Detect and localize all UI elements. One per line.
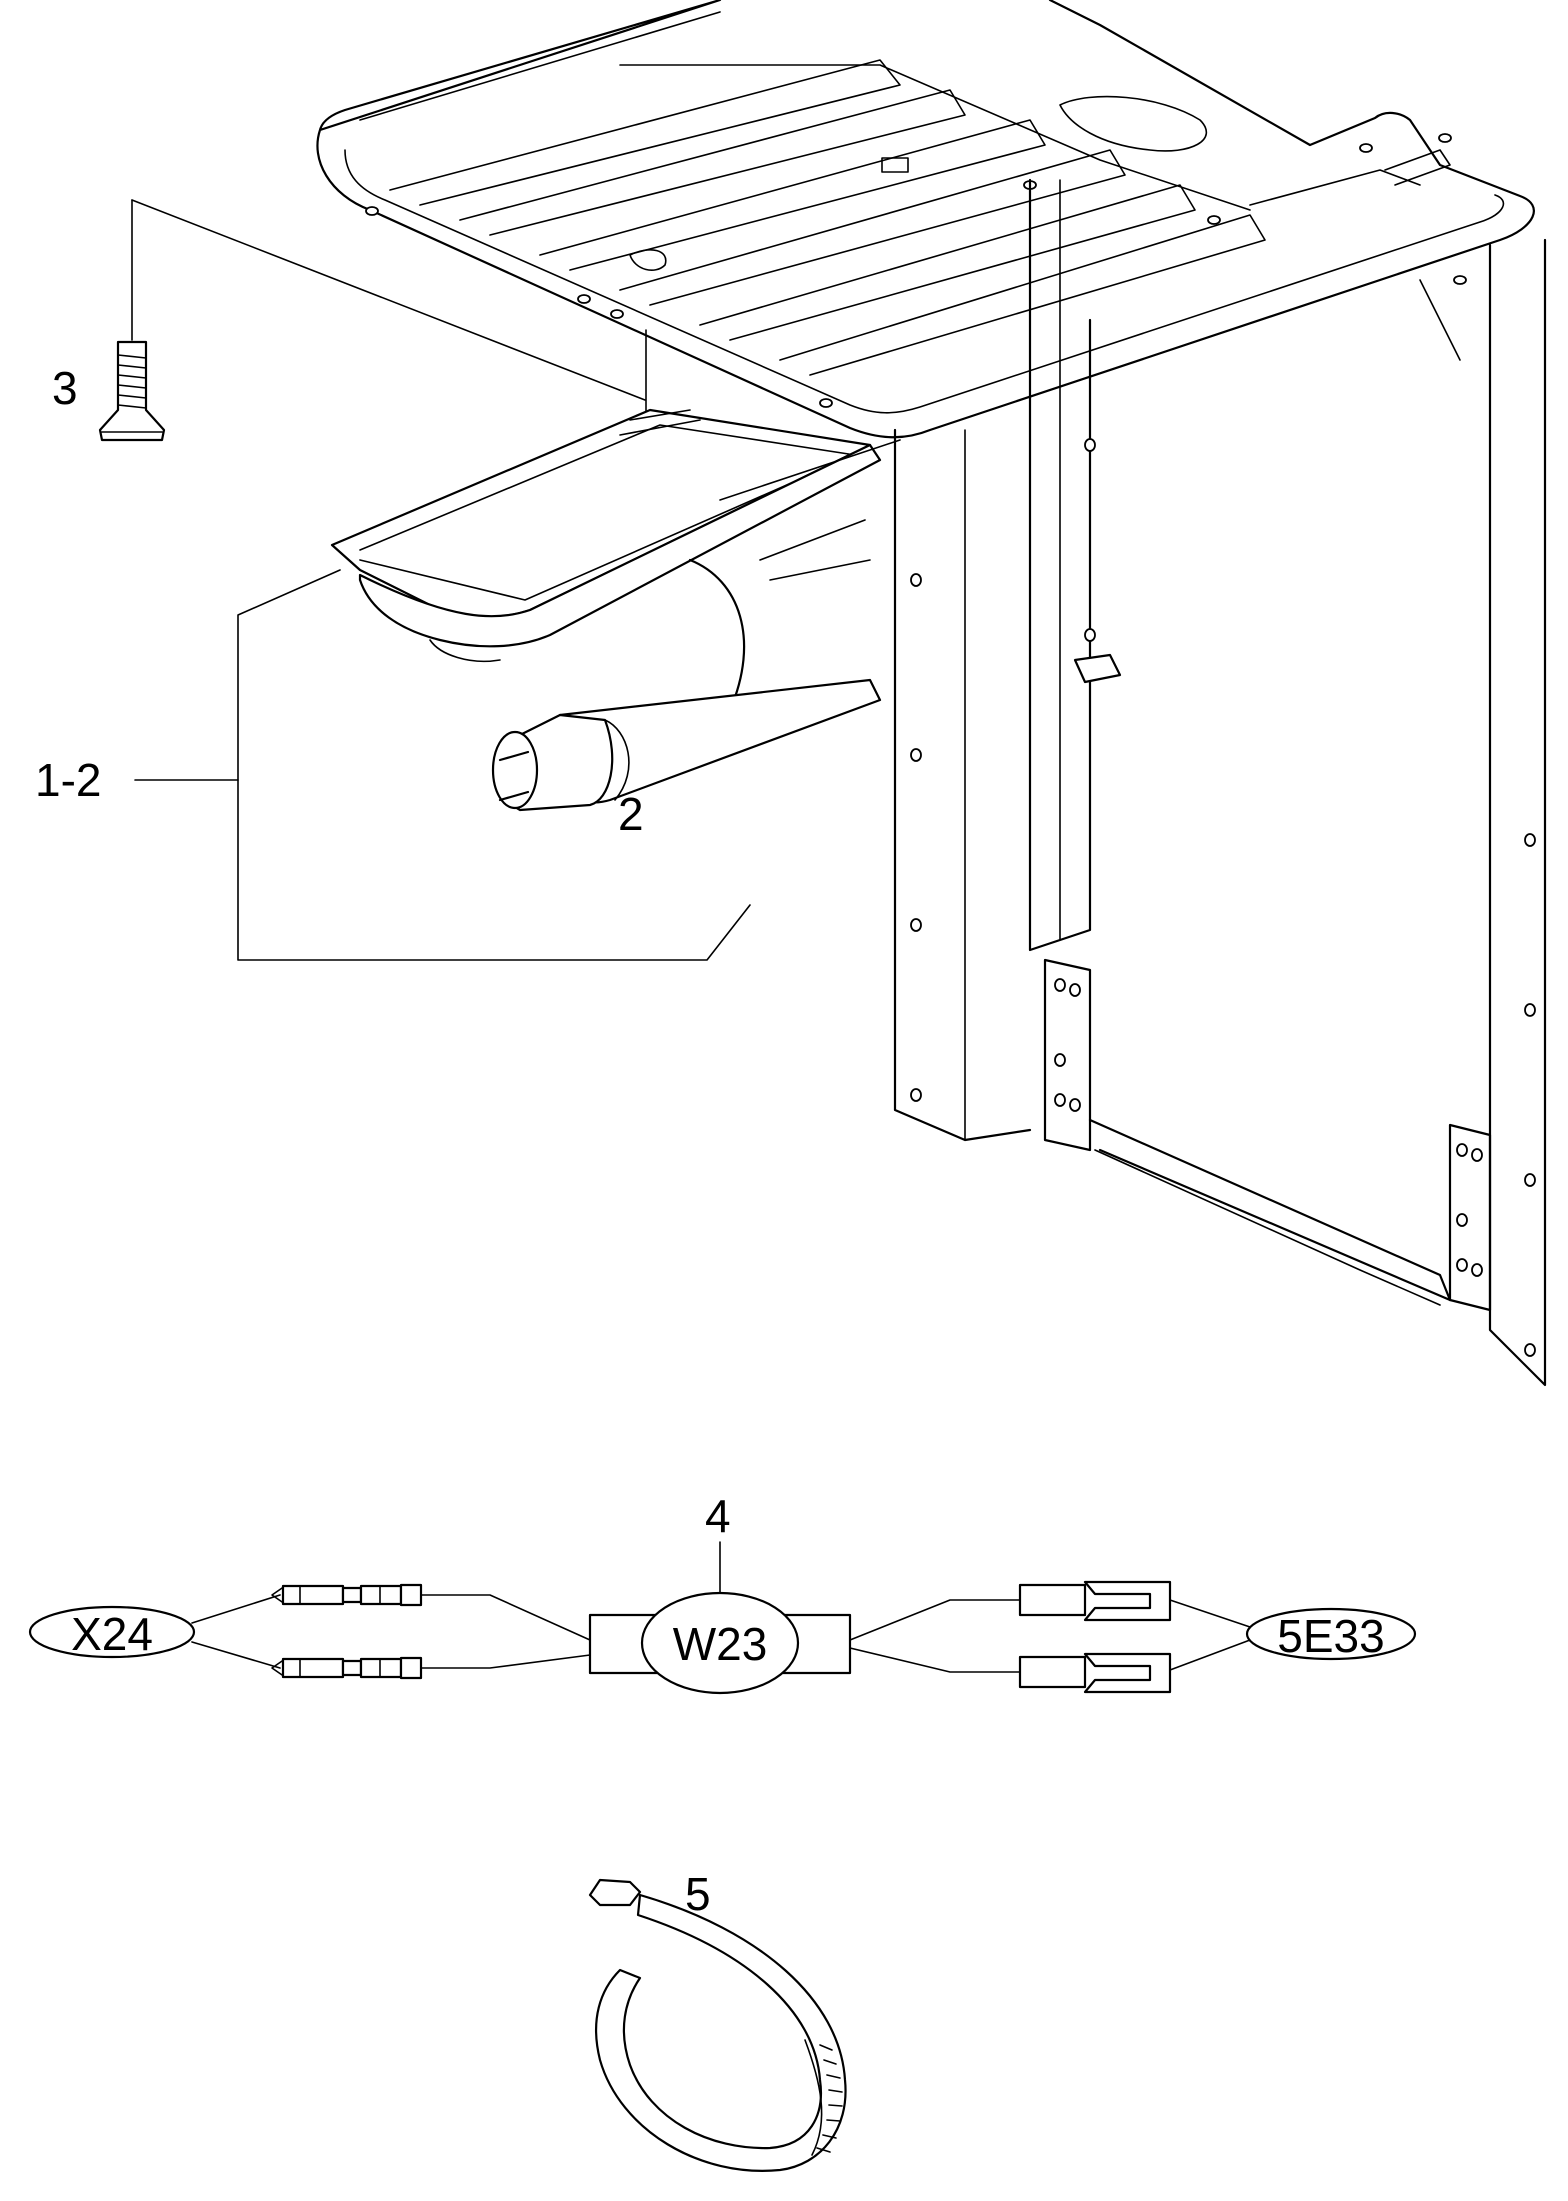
plug-right-upper <box>1018 1580 1172 1622</box>
plug-right-lower <box>1018 1652 1172 1694</box>
screw <box>98 340 166 442</box>
wiring-harness <box>28 1541 1417 1695</box>
mast-posts <box>893 178 1547 1387</box>
work-lamp <box>131 199 901 720</box>
connector-x24-oval <box>28 1605 196 1659</box>
fluorescent-tube <box>491 678 882 812</box>
callout-1-2-bracket <box>134 569 751 961</box>
connector-label-x24: X24 <box>71 1608 153 1660</box>
connector-5e33-oval <box>1245 1607 1417 1661</box>
callout-3: 3 <box>52 362 78 414</box>
connector-label-w23: W23 <box>673 1618 768 1670</box>
plug-upper <box>271 1583 423 1607</box>
callout-4: 4 <box>705 1490 731 1542</box>
cable-tie <box>588 1878 847 2172</box>
connector-label-5e33: 5E33 <box>1277 1610 1384 1662</box>
overhead-guard <box>316 0 1535 439</box>
callout-5: 5 <box>685 1868 711 1920</box>
plug-lower <box>271 1656 423 1680</box>
callout-2: 2 <box>618 788 644 840</box>
callout-1-2: 1-2 <box>35 754 101 806</box>
